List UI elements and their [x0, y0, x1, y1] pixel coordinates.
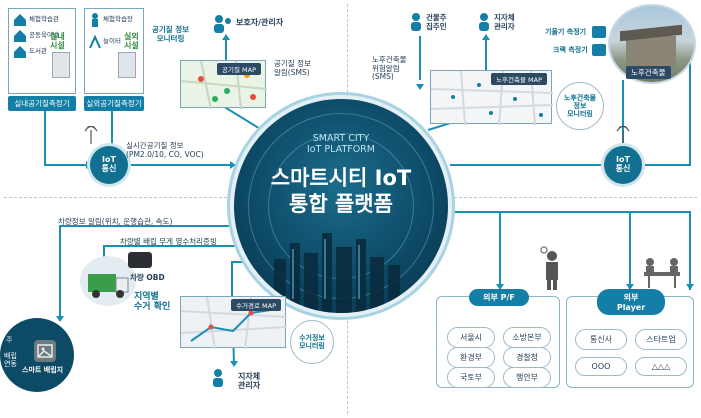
route-monitor-badge: 수거정보 모니터링 [290, 320, 334, 364]
pf-item: 소방본부 [503, 327, 551, 348]
map-tag: 공기질 MAP [217, 63, 261, 75]
outdoor-facility-card: 체험학습장 놀이터 [84, 8, 144, 94]
air-quality-info: 실시간공기질 정보 (PM2.0/10, CO, VOC) [126, 141, 204, 159]
player-item: 스타트업 [635, 329, 687, 350]
partial-label-top: 주 [6, 336, 13, 344]
facility-item: 공동육아방 [13, 29, 59, 43]
old-building-tag: 노후건축물 [626, 66, 671, 79]
antenna-icon [616, 126, 630, 144]
region-check-label: 지역별 수거 확인 [134, 292, 171, 313]
indoor-facility-card: 체험학습관 공동육아방 도서관 [8, 8, 76, 94]
player-item: △△△ [635, 357, 687, 376]
facility-item: 체험학습장 [89, 13, 133, 27]
truck-photo [80, 256, 136, 306]
map-tag: 노후건축물 MAP [491, 73, 547, 85]
crack-sensor-icon [592, 44, 606, 56]
person-icon [92, 13, 98, 27]
guardian-label: 보호자/관리자 [236, 18, 284, 27]
obd-label: 차량 OBD [130, 273, 165, 282]
map-graphic [180, 296, 288, 350]
garbage-truck-icon [88, 274, 129, 298]
house-icon [14, 30, 26, 42]
old-building-photo [608, 4, 696, 84]
admin-icon [479, 13, 489, 31]
facility-name: 도서관 [29, 47, 47, 56]
meeting-people-icon [644, 258, 680, 288]
admin-label: 지자체 관리자 [494, 13, 515, 31]
bottom-admin-label: 지자체 관리자 [238, 372, 261, 391]
air-quality-map: 공기질 MAP [180, 60, 268, 110]
outdoor-label: 실외 시설 [124, 32, 139, 51]
player-item: OOO [575, 357, 627, 376]
smart-landfill-label: 스마트 배립지 [22, 366, 64, 374]
house-icon [14, 46, 26, 58]
admin-icon [213, 369, 223, 387]
facility-name: 체험학습관 [29, 15, 59, 24]
indoor-sensor-label: 실내공기질측정기 [8, 96, 76, 111]
tilt-sensor-icon [592, 26, 606, 38]
external-pf-box: 외부 P/F 서울시 소방본부 환경부 경찰청 국토부 행안부 [436, 289, 560, 388]
outdoor-sensor-device [118, 52, 136, 78]
indoor-sensor-device [52, 52, 70, 78]
playground-icon [89, 35, 101, 49]
people-icon [214, 15, 231, 33]
external-player-box: 외부 Player 통신사 스타트업 OOO △△△ [566, 289, 694, 388]
pf-item: 행안부 [503, 367, 551, 388]
city-skyline [274, 233, 400, 313]
facility-name: 공동육아방 [29, 31, 59, 40]
map-tag: 수거경로 MAP [231, 299, 281, 311]
collection-route-map: 수거경로 MAP [180, 296, 288, 350]
businessman-icon [540, 246, 558, 290]
building-shape [626, 36, 676, 66]
picture-icon [37, 344, 53, 358]
house-icon [14, 14, 26, 26]
weight-info-label: 차량별 배립 무게 영수처리증빙 [120, 237, 217, 246]
image-overlay-icon [34, 340, 56, 362]
outdoor-list: 체험학습장 놀이터 [89, 13, 133, 49]
facility-name: 체험학습장 [103, 15, 133, 24]
obd-device-icon [128, 252, 152, 268]
hub-title: 스마트시티 IoT 통합 플랫폼 [270, 166, 412, 217]
air-alert-sms: 공기질 정보 알림(SMS) [274, 59, 311, 77]
old-building-monitor-badge: 노후건축물 정보 모니터링 [556, 82, 604, 130]
pf-item: 서울시 [447, 327, 495, 348]
building-owner-icon [411, 13, 421, 31]
vehicle-info-label: 차량정보 알림(위치, 운행습관, 속도) [58, 217, 173, 226]
external-pf-title: 외부 P/F [469, 289, 529, 306]
outdoor-sensor-label: 실외공기질측정기 [84, 96, 144, 111]
old-building-map: 노후건축물 MAP [430, 70, 554, 126]
tilt-sensor-label: 기울기 측정기 [545, 28, 587, 36]
facility-name: 놀이터 [103, 37, 121, 46]
pf-item: 환경부 [447, 347, 495, 368]
facility-item: 도서관 [13, 45, 59, 59]
hub-subtitle: SMART CITY IoT PLATFORM [307, 133, 375, 156]
air-monitoring-label: 공기질 정보 모니터링 [152, 25, 190, 43]
platform-hub: SMART CITY IoT PLATFORM 스마트시티 IoT 통합 플랫폼 [234, 99, 448, 313]
facility-item: 체험학습관 [13, 13, 59, 27]
antenna-icon [84, 126, 98, 144]
partial-label-link: 배립 연동 [4, 352, 17, 369]
facility-list: 체험학습관 공동육아방 도서관 [13, 13, 59, 59]
pf-item: 경찰청 [503, 347, 551, 368]
building-owner-label: 건물주 집주인 [426, 13, 447, 31]
player-item: 통신사 [575, 329, 627, 350]
pf-item: 국토부 [447, 367, 495, 388]
indoor-label: 실내 시설 [50, 32, 65, 51]
crack-sensor-label: 크랙 측정기 [553, 46, 588, 54]
old-building-alert: 노후건축물 위험알림 (SMS) [372, 55, 407, 82]
facility-item: 놀이터 [89, 35, 133, 49]
external-player-title: 외부 Player [597, 289, 665, 315]
